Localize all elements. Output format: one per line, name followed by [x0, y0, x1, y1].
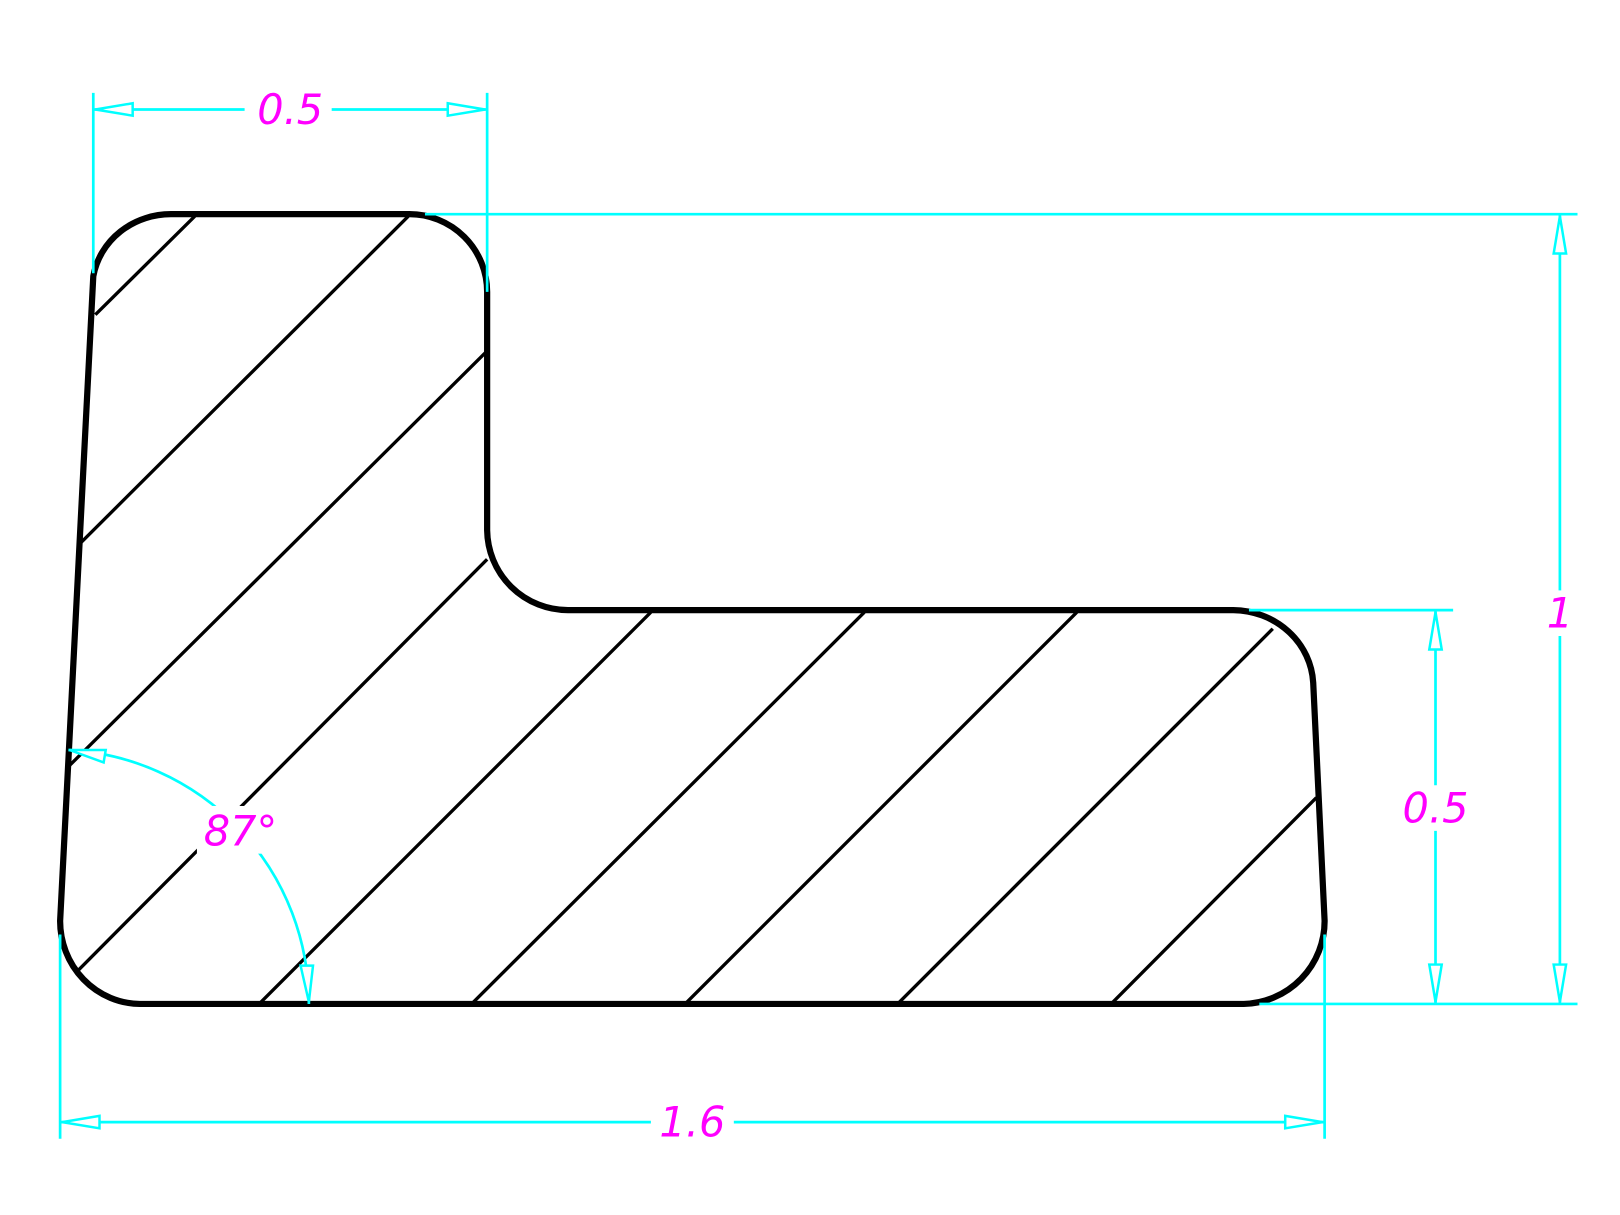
dimension-label-lower: 0.5 [1403, 785, 1469, 833]
hatch-line [1109, 796, 1318, 1006]
dimension-top-width: 0.5 [91, 86, 489, 292]
hatch-line [94, 215, 197, 316]
dimension-total-height: 1 [424, 212, 1581, 1006]
arrow-icon [1427, 963, 1444, 1003]
hatch-line [896, 627, 1274, 1006]
arrow-icon [446, 101, 486, 118]
hatch-line [76, 558, 489, 972]
arrow-icon [1283, 1114, 1323, 1130]
hatch-line [257, 610, 653, 1006]
arrow-icon [1552, 216, 1568, 255]
arrow-icon [1552, 963, 1568, 1003]
dimension-label-height: 1 [1547, 590, 1573, 638]
hatch-line [67, 349, 489, 768]
arrow-icon [299, 964, 315, 1003]
dimension-label-width: 1.6 [659, 1099, 725, 1147]
hatch-line [79, 215, 410, 544]
dimension-total-width: 1.6 [58, 934, 1326, 1147]
hatch-line [470, 610, 866, 1006]
arrow-icon [95, 101, 134, 118]
dimension-lower-height: 0.5 [1248, 608, 1480, 1004]
section-hatching [67, 215, 1318, 1006]
arrow-icon [1427, 611, 1444, 651]
dimension-angle: 87° [68, 748, 315, 1004]
dimension-label-angle: 87° [204, 807, 277, 855]
part-outline [57, 211, 1328, 1008]
hatch-line [683, 610, 1079, 1006]
arrow-icon [61, 1114, 101, 1130]
dimension-label-top: 0.5 [257, 86, 323, 134]
arrow-icon [69, 748, 108, 765]
